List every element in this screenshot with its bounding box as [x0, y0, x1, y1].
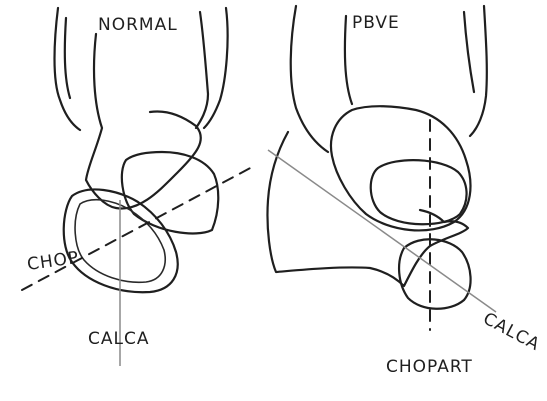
normal-calcaneus-label: CALCA: [88, 329, 149, 349]
normal-chopart-axis: [22, 166, 254, 290]
normal-navicular: [122, 152, 218, 233]
pbve-title: PBVE: [352, 13, 400, 33]
pbve-foot-panel: PBVE CALCA CHOPART: [267, 6, 543, 377]
pbve-calcaneus-label: CALCA: [480, 309, 544, 356]
normal-title: NORMAL: [98, 15, 178, 35]
pbve-talus: [331, 106, 470, 230]
pbve-midfoot: [267, 132, 468, 286]
normal-chopart-label: CHOP: [26, 248, 81, 275]
pbve-navicular: [371, 160, 467, 224]
pbve-chopart-label: CHOPART: [386, 357, 473, 377]
normal-foot-panel: NORMAL CHOP CALCA: [22, 8, 254, 366]
normal-talus: [86, 34, 201, 208]
